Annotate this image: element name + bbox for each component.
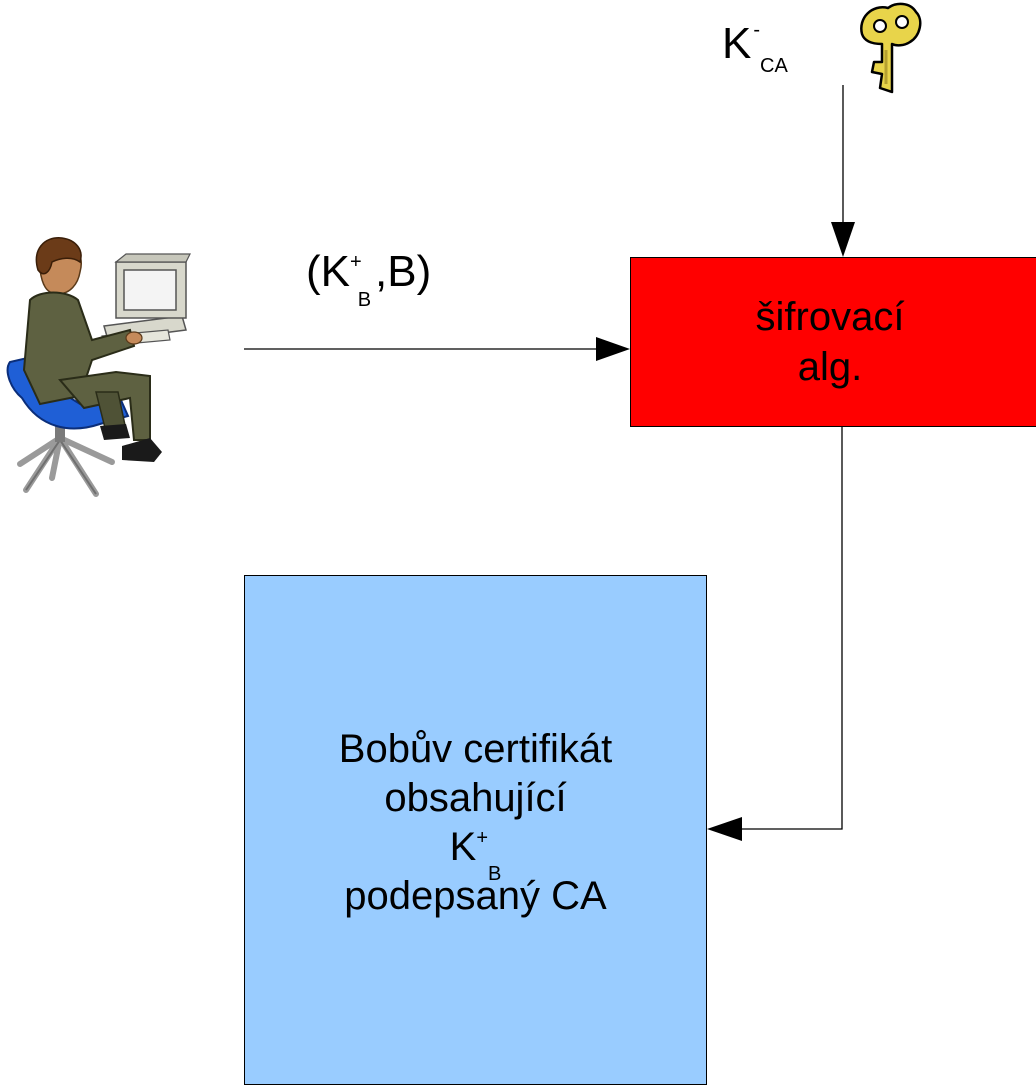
certificate-line4: podepsaný CA xyxy=(344,873,607,918)
key-ca-base: K xyxy=(722,19,752,68)
encryption-box-line1: šifrovací xyxy=(755,295,905,339)
certificate-line1: Bobův certifikát xyxy=(338,727,613,772)
message-label-rest: ,B) xyxy=(375,247,432,296)
certificate-key-line: K+ B xyxy=(449,823,502,885)
certificate-key-sub: B xyxy=(488,863,502,885)
message-label-sup: + xyxy=(350,251,362,273)
key-icon xyxy=(860,2,922,94)
message-label-sub: B xyxy=(357,289,372,311)
private-key-ca-label: K- CA xyxy=(722,19,788,76)
certificate-key-base: K xyxy=(449,825,477,869)
encryption-algorithm-box: šifrovací alg. xyxy=(630,257,1036,427)
certificate-box: Bobův certifikát obsahující K+ B podepsan… xyxy=(244,575,707,1085)
key-ca-sub: CA xyxy=(760,55,788,77)
arrow-key-to-algorithm xyxy=(831,85,855,257)
certificate-line2: obsahující xyxy=(384,776,567,821)
certificate-key-sup: + xyxy=(476,827,489,849)
message-label-open: (K xyxy=(306,247,350,296)
encryption-box-line2: alg. xyxy=(797,345,863,389)
arrow-algorithm-to-certificate xyxy=(707,427,843,841)
message-label: (K+ B,B) xyxy=(306,247,432,311)
arrow-user-to-algorithm xyxy=(244,337,630,361)
computer xyxy=(101,253,191,347)
key-ca-sup: - xyxy=(753,19,761,41)
person xyxy=(22,237,162,462)
person-at-computer-icon xyxy=(6,237,191,497)
